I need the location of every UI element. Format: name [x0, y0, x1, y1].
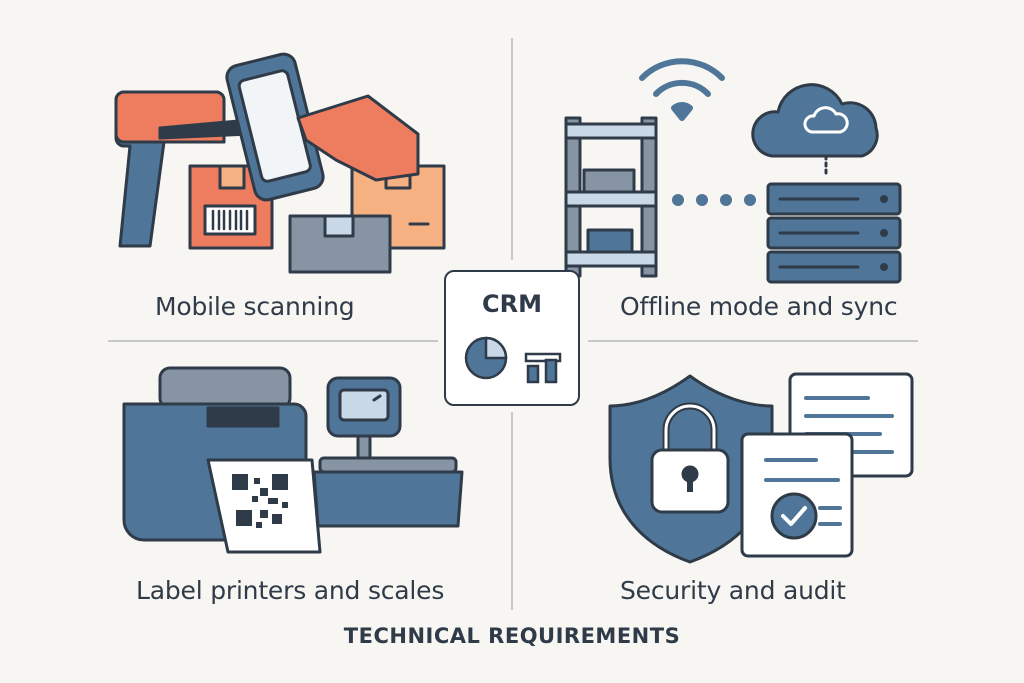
barcode-scanner-icon — [114, 90, 252, 248]
label-printer-icon — [122, 366, 322, 554]
divider-vertical-top — [511, 38, 513, 260]
label-mobile-scanning: Mobile scanning — [155, 292, 355, 321]
label-label-printers-and-scales: Label printers and scales — [136, 576, 445, 605]
cloud-icon — [751, 83, 879, 178]
label-security-and-audit: Security and audit — [620, 576, 846, 605]
mobile-scanning-illustration — [114, 52, 446, 274]
shield-lock-icon — [608, 374, 774, 564]
checkmark-icon — [770, 492, 818, 540]
footer-title: TECHNICAL REQUIREMENTS — [343, 624, 681, 648]
scale-icon — [312, 376, 464, 528]
qr-code-icon — [232, 474, 288, 528]
box-icon — [188, 164, 274, 250]
crm-label: CRM — [482, 290, 542, 318]
bar-chart-icon — [524, 352, 562, 384]
label-printers-illustration — [122, 366, 464, 554]
shelf-icon — [564, 116, 658, 278]
security-audit-illustration — [608, 372, 914, 564]
wifi-icon — [639, 58, 725, 121]
divider-horizontal-right — [588, 340, 918, 342]
crm-card: CRM — [444, 270, 580, 406]
server-icon — [766, 182, 902, 284]
label-offline-mode-and-sync: Offline mode and sync — [620, 292, 898, 321]
smartphone-icon — [225, 52, 420, 202]
offline-sync-illustration — [564, 58, 902, 284]
divider-vertical-bottom — [511, 412, 513, 610]
pie-chart-icon — [464, 336, 508, 380]
divider-horizontal-left — [108, 340, 438, 342]
